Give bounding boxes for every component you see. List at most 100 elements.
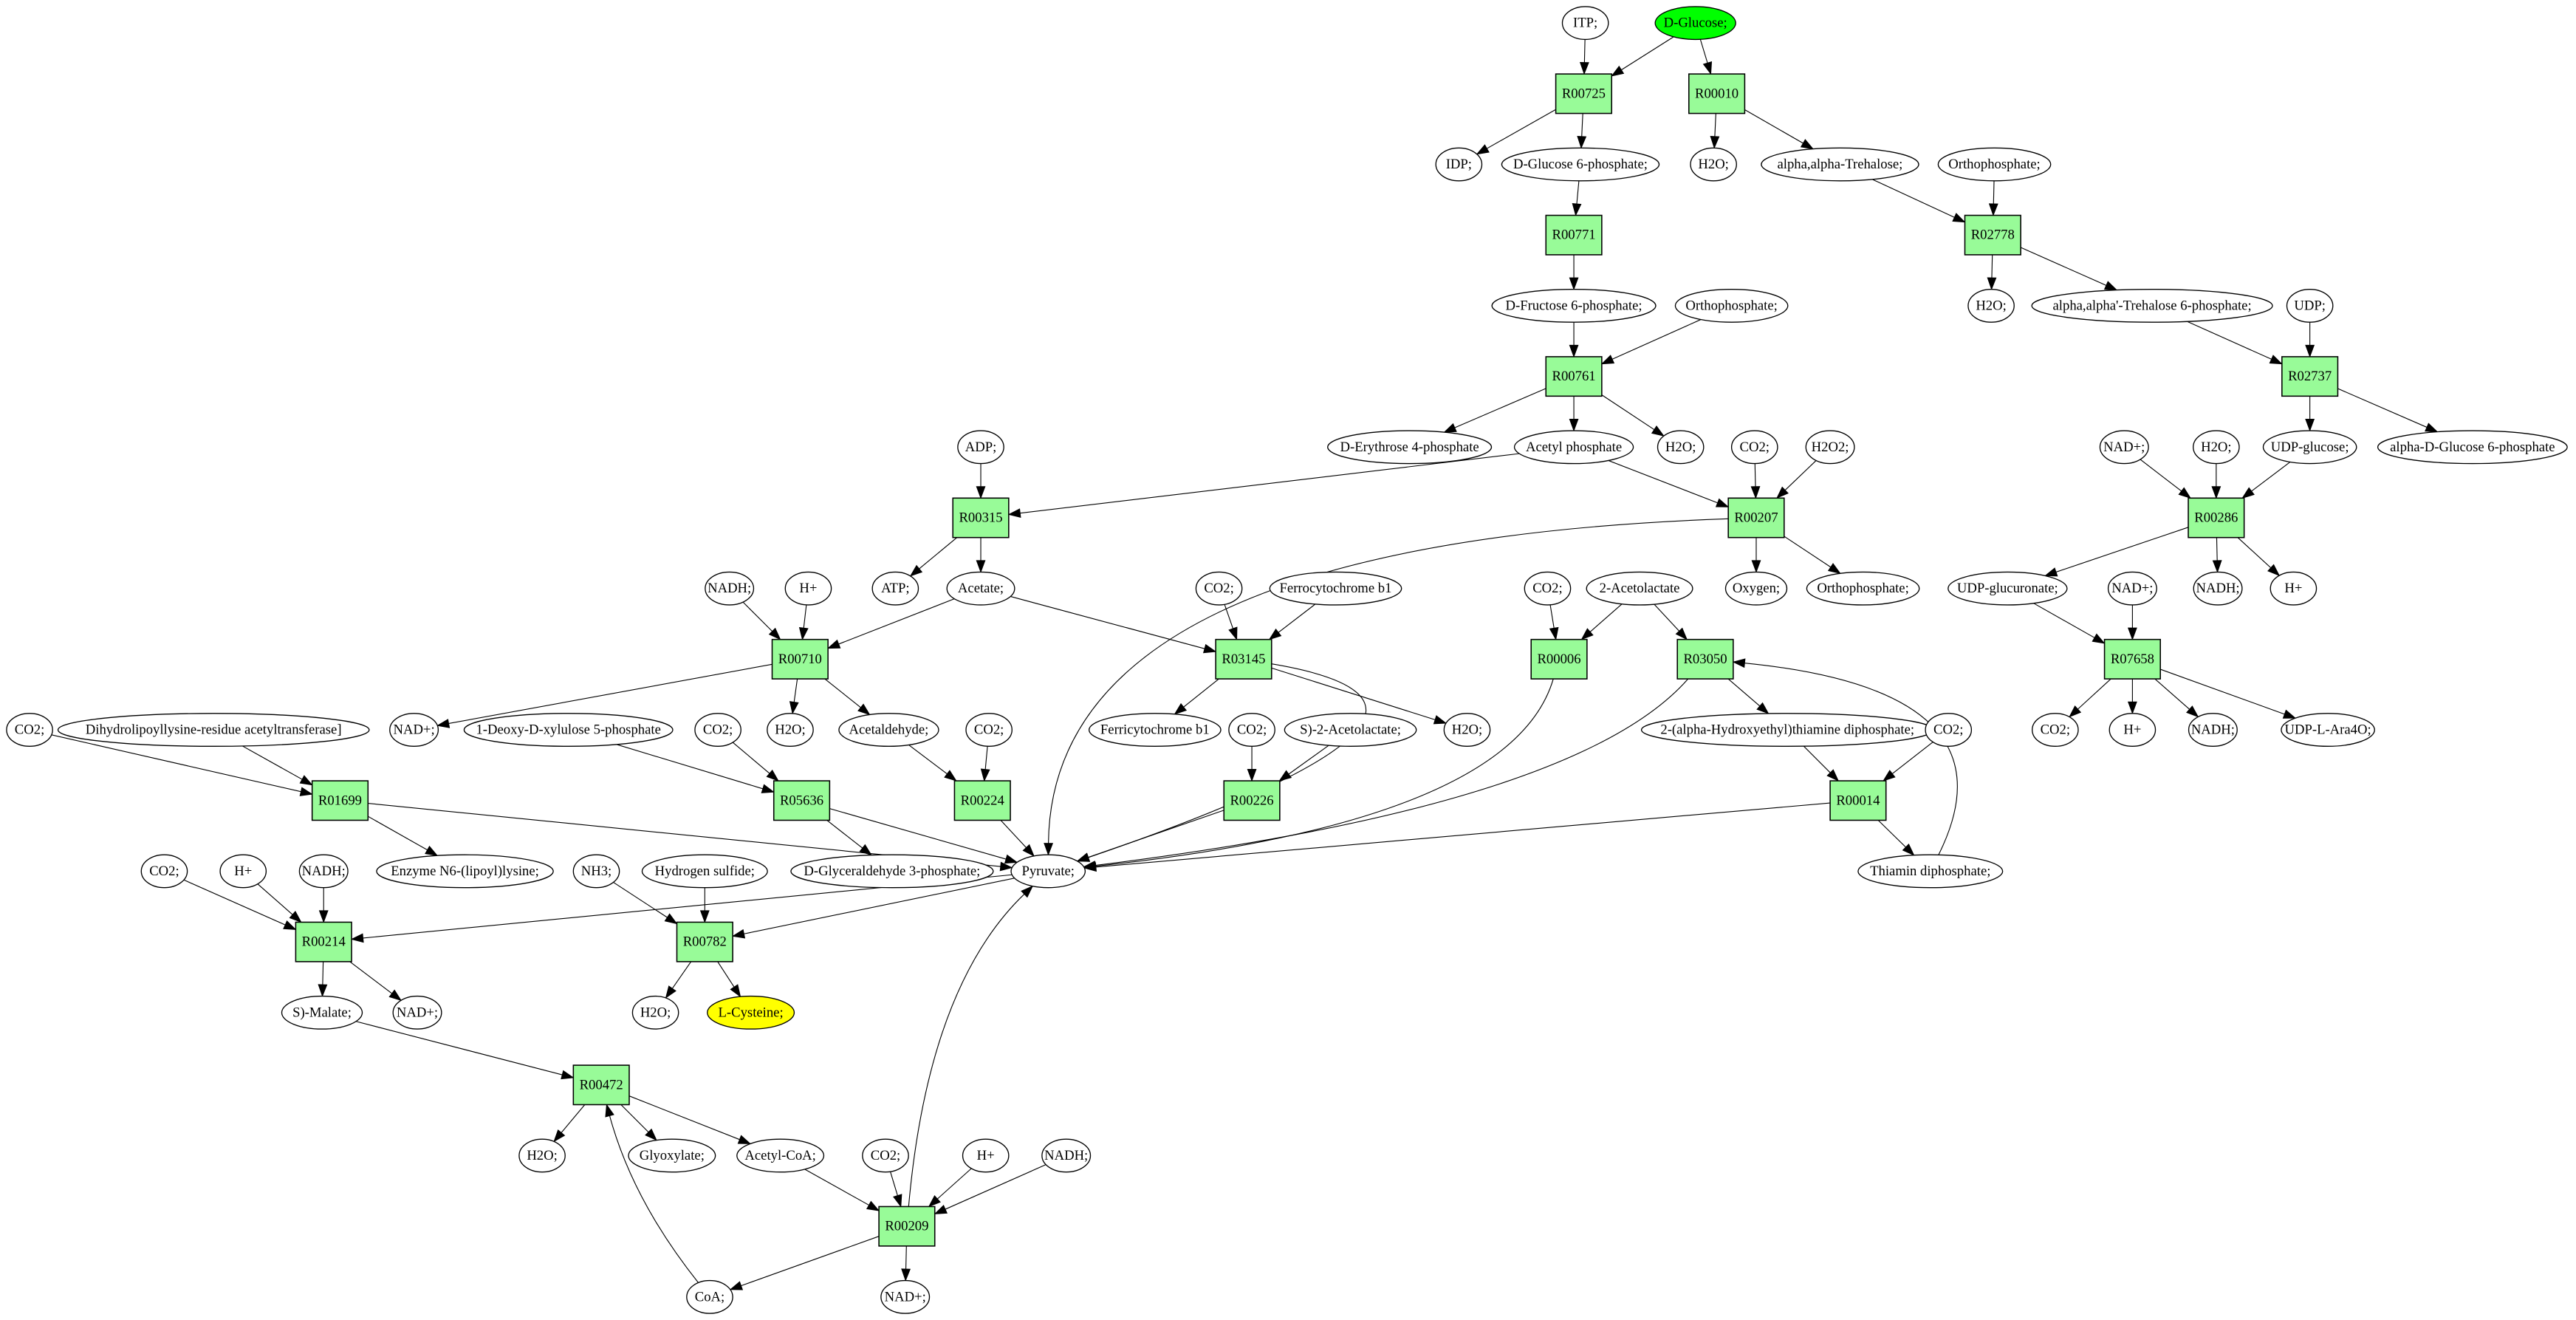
compound-node-glyoxylate[interactable]: Glyoxylate; (628, 1138, 716, 1173)
compound-node-nadp_a[interactable]: NAD+; (2099, 430, 2149, 465)
compound-node-ag6p[interactable]: alpha-D-Glucose 6-phosphate (2377, 430, 2568, 465)
compound-node-ortho_c[interactable]: Orthophosphate; (1806, 571, 1920, 606)
compound-node-h2o_a[interactable]: H2O; (1690, 147, 1737, 182)
compound-node-trehalose[interactable]: alpha,alpha-Trehalose; (1761, 147, 1919, 182)
compound-node-nadh_b[interactable]: NADH; (2193, 571, 2243, 606)
reaction-node-R02737[interactable]: R02737 (2281, 356, 2339, 397)
compound-node-h2s[interactable]: Hydrogen sulfide; (641, 854, 768, 889)
compound-node-nadh_e[interactable]: NADH; (1041, 1138, 1092, 1173)
compound-node-nadh_c[interactable]: NADH; (2188, 713, 2238, 748)
compound-node-co2_e[interactable]: CO2; (694, 713, 741, 748)
arrowhead-icon (2241, 487, 2255, 499)
reaction-node-R00209[interactable]: R00209 (878, 1206, 936, 1247)
compound-node-adp[interactable]: ADP; (957, 430, 1004, 465)
compound-node-hplus_a[interactable]: H+ (784, 571, 832, 606)
compound-node-malate[interactable]: S)-Malate; (281, 995, 363, 1030)
compound-node-sacetolactate[interactable]: S)-2-Acetolactate; (1284, 713, 1417, 748)
compound-node-lipoyl[interactable]: Enzyme N6-(lipoyl)lysine; (376, 854, 554, 889)
compound-node-udpara[interactable]: UDP-L-Ara4O; (2281, 713, 2375, 748)
reaction-node-R00710[interactable]: R00710 (771, 638, 829, 680)
compound-node-h2o_b[interactable]: H2O; (1967, 289, 2015, 323)
compound-node-nadp_e[interactable]: NAD+; (880, 1279, 931, 1314)
reaction-node-R00761[interactable]: R00761 (1545, 356, 1603, 397)
reaction-node-R00782[interactable]: R00782 (676, 921, 733, 962)
compound-node-co2_d[interactable]: CO2; (6, 713, 53, 748)
compound-node-atp[interactable]: ATP; (871, 571, 919, 606)
compound-node-nh3[interactable]: NH3; (572, 854, 620, 889)
reaction-node-R07658[interactable]: R07658 (2103, 638, 2161, 680)
compound-node-dglucose[interactable]: D-Glucose; (1654, 6, 1736, 41)
compound-node-co2_b[interactable]: CO2; (1195, 571, 1243, 606)
reaction-node-R00472[interactable]: R00472 (572, 1064, 630, 1106)
compound-node-hetpp[interactable]: 2-(alpha-Hydroxyethyl)thiamine diphospha… (1640, 713, 1934, 748)
reaction-node-R03050[interactable]: R03050 (1676, 638, 1734, 680)
reaction-node-R00006[interactable]: R00006 (1530, 638, 1588, 680)
compound-node-h2o_f[interactable]: H2O; (1443, 713, 1491, 748)
compound-node-udpglc[interactable]: UDP-glucose; (2262, 430, 2357, 465)
compound-node-h2o_e[interactable]: H2O; (767, 713, 814, 748)
compound-node-h2o2[interactable]: H2O2; (1805, 430, 1855, 465)
compound-node-co2_i[interactable]: CO2; (2032, 713, 2079, 748)
compound-node-g6p[interactable]: D-Glucose 6-phosphate; (1501, 147, 1660, 182)
compound-node-co2_a[interactable]: CO2; (1730, 430, 1778, 465)
compound-node-nadp_d[interactable]: NAD+; (392, 995, 442, 1030)
compound-node-co2_c[interactable]: CO2; (1524, 571, 1572, 606)
compound-node-dlat[interactable]: Dihydrolipoyllysine-residue acetyltransf… (57, 713, 370, 748)
reaction-node-R03145[interactable]: R03145 (1215, 638, 1272, 680)
compound-node-ortho_b[interactable]: Orthophosphate; (1674, 289, 1789, 323)
compound-node-h2o_g[interactable]: H2O; (631, 995, 679, 1030)
compound-node-acetolactate[interactable]: 2-Acetolactate (1586, 571, 1693, 606)
reaction-node-R00226[interactable]: R00226 (1223, 780, 1281, 821)
compound-node-ortho_a[interactable]: Orthophosphate; (1937, 147, 2052, 182)
compound-node-co2_j[interactable]: CO2; (140, 854, 188, 889)
compound-node-h2o_h[interactable]: H2O; (518, 1138, 566, 1173)
compound-node-udp[interactable]: UDP; (2286, 289, 2334, 323)
compound-node-co2_h[interactable]: CO2; (1925, 713, 1973, 748)
reaction-node-R00224[interactable]: R00224 (953, 780, 1011, 821)
compound-node-nadh_a[interactable]: NADH; (705, 571, 755, 606)
compound-node-acetaldehyde[interactable]: Acetaldehyde; (838, 713, 939, 748)
reaction-node-R00214[interactable]: R00214 (295, 921, 352, 962)
compound-node-hplus_d[interactable]: H+ (219, 854, 267, 889)
reaction-node-R00010[interactable]: R00010 (1688, 73, 1746, 114)
compound-node-co2_f[interactable]: CO2; (965, 713, 1013, 748)
compound-node-dxp[interactable]: 1-Deoxy-D-xylulose 5-phosphate (463, 713, 674, 748)
compound-node-hplus_e[interactable]: H+ (962, 1138, 1010, 1173)
compound-node-tpp[interactable]: Thiamin diphosphate; (1857, 854, 2004, 889)
arrowhead-icon (1883, 770, 1896, 782)
compound-node-acetylcoa[interactable]: Acetyl-CoA; (736, 1138, 825, 1173)
reaction-node-R01699[interactable]: R01699 (311, 780, 369, 821)
compound-node-f6p[interactable]: D-Fructose 6-phosphate; (1491, 289, 1657, 323)
reaction-node-R00315[interactable]: R00315 (952, 497, 1010, 538)
compound-node-hplus_b[interactable]: H+ (2270, 571, 2318, 606)
compound-node-co2_g[interactable]: CO2; (1228, 713, 1275, 748)
compound-node-cysteine[interactable]: L-Cysteine; (707, 995, 795, 1030)
reaction-node-R05636[interactable]: R05636 (773, 780, 831, 821)
compound-node-h2o_c[interactable]: H2O; (1657, 430, 1705, 465)
compound-node-ferri[interactable]: Ferricytochrome b1 (1088, 713, 1222, 748)
compound-node-nadp_b[interactable]: NAD+; (2107, 571, 2157, 606)
compound-node-nadp_c[interactable]: NAD+; (389, 713, 439, 748)
compound-node-t6p[interactable]: alpha,alpha'-Trehalose 6-phosphate; (2031, 289, 2273, 323)
reaction-node-R00725[interactable]: R00725 (1555, 73, 1613, 114)
compound-node-idp[interactable]: IDP; (1435, 147, 1483, 182)
compound-node-acetylp[interactable]: Acetyl phosphate (1513, 430, 1634, 465)
reaction-node-R00286[interactable]: R00286 (2188, 497, 2245, 538)
compound-node-coa[interactable]: CoA; (686, 1279, 733, 1314)
compound-node-udpglcA[interactable]: UDP-glucuronate; (1948, 571, 2068, 606)
reaction-node-R00771[interactable]: R00771 (1545, 214, 1603, 256)
reaction-node-R00207[interactable]: R00207 (1727, 497, 1785, 538)
compound-node-gap[interactable]: D-Glyceraldehyde 3-phosphate; (790, 854, 994, 889)
compound-node-hplus_c[interactable]: H+ (2109, 713, 2157, 748)
reaction-node-R02778[interactable]: R02778 (1964, 214, 2021, 256)
compound-node-ferro[interactable]: Ferrocytochrome b1 (1269, 571, 1402, 606)
compound-node-pyruvate[interactable]: Pyruvate; (1010, 854, 1086, 889)
compound-node-oxygen[interactable]: Oxygen; (1724, 571, 1788, 606)
compound-node-itp[interactable]: ITP; (1561, 6, 1609, 41)
compound-node-acetate[interactable]: Acetate; (946, 571, 1015, 606)
compound-node-e4p[interactable]: D-Erythrose 4-phosphate (1327, 430, 1493, 465)
compound-node-nadh_d[interactable]: NADH; (298, 854, 349, 889)
reaction-node-R00014[interactable]: R00014 (1829, 780, 1887, 821)
compound-node-co2_k[interactable]: CO2; (862, 1138, 909, 1173)
compound-node-h2o_d[interactable]: H2O; (2193, 430, 2240, 465)
